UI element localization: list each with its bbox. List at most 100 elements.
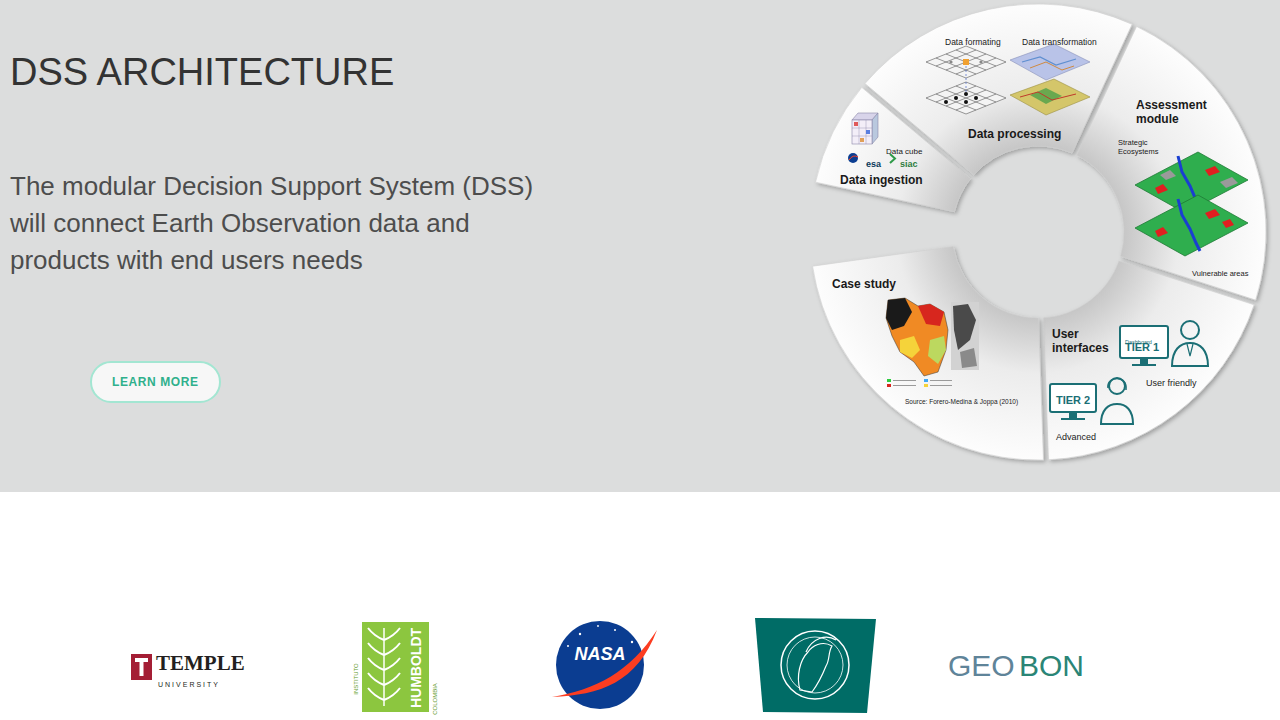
- button-text: LEARN MORE: [112, 375, 199, 389]
- assessment-layers: [1222, 219, 1234, 228]
- logo-wordmark: GEO: [948, 648, 1015, 684]
- text-slot: Data transformation: [1022, 31, 1097, 49]
- data-formating-grids: [946, 90, 986, 106]
- text-slot: TIER 2: [1056, 390, 1090, 408]
- logo-wordmark: HUMBOLDT: [408, 628, 425, 708]
- nasa-logo: [567, 645, 569, 647]
- text-slot: Strategic Ecosystems: [1118, 138, 1164, 156]
- user-interface-icons: [1061, 418, 1085, 420]
- segment-path: [1044, 261, 1255, 460]
- data-transformation-layers: [1020, 92, 1076, 100]
- case-study-map: [951, 302, 979, 370]
- humboldt-logo: [362, 622, 429, 712]
- data-cube-icon: [852, 120, 872, 144]
- nasa-logo: [552, 630, 657, 697]
- processing-segment: Data processingData formatingData transf…: [855, 0, 1143, 185]
- assessment-layers: [1155, 227, 1168, 237]
- max-planck-logo: [806, 637, 836, 652]
- page-title: DSS ARCHITECTURE: [10, 50, 394, 96]
- user-interface-icons: [1132, 364, 1156, 366]
- data-formating-grids: [964, 92, 968, 96]
- user-caption: Advanced: [1056, 432, 1096, 443]
- logo-wordmark: BON: [1019, 648, 1084, 684]
- agency-logo-marks: [848, 153, 858, 163]
- layer-caption: Strategic Ecosystems: [1118, 138, 1164, 156]
- segment-heading: Data ingestion: [840, 173, 923, 187]
- case-study-map: [887, 384, 891, 387]
- text-slot: Assessment module: [1136, 98, 1220, 127]
- text-slot: HUMBOLDT: [416, 667, 496, 685]
- humboldt-logo: [362, 622, 429, 712]
- nasa-logo: [631, 641, 633, 643]
- logo-wordmark: TEMPLE: [156, 651, 245, 676]
- icon-caption: Data cube: [886, 147, 922, 157]
- logo-subtitle: UNIVERSITY: [158, 681, 220, 689]
- case-study-segment: Case studySource: Forero-Medina & Joppa …: [804, 235, 1054, 468]
- assessment-layers: [1220, 177, 1238, 188]
- case-study-map: [960, 348, 977, 368]
- max-planck-logo: [755, 618, 876, 713]
- text-slot: INSTITUTO: [357, 670, 389, 688]
- logo-subtitle: INSTITUTO: [353, 663, 360, 695]
- nasa-logo: [552, 621, 657, 709]
- user-interface-icons: [1069, 412, 1077, 418]
- case-study-map: [893, 380, 916, 381]
- text-slot: The modular Decision Support System (DSS…: [10, 168, 555, 279]
- humboldt-logo: [368, 628, 400, 700]
- segment-shape: [804, 235, 1054, 468]
- source-note: Source: Forero-Medina & Joppa (2010): [905, 398, 1018, 406]
- temple-logo: [140, 660, 144, 676]
- text-slot: Data ingestion: [840, 170, 923, 188]
- case-study-map: [886, 298, 912, 330]
- data-cube-icon: [852, 136, 872, 137]
- layer-caption: Vulnerable areas: [1192, 269, 1248, 278]
- user-interface-icons: [1050, 384, 1096, 412]
- user-interface-icons: [1120, 326, 1168, 358]
- segment-heading: Assessment module: [1136, 98, 1220, 127]
- logo-subtitle: COLOMBIA: [432, 683, 439, 715]
- segment-shape: [855, 0, 1143, 185]
- segment-outline: [813, 246, 1044, 460]
- data-cube-icon: [866, 130, 870, 134]
- segment-path: [1077, 26, 1266, 300]
- data-cube-icon: [852, 128, 872, 129]
- ingestion-segment: Data ingestionData cubeesasiac: [806, 77, 981, 223]
- text-slot: Advanced: [1056, 426, 1096, 444]
- max-planck-logo: [798, 644, 832, 692]
- nasa-logo: [579, 633, 581, 635]
- segment-path: [813, 246, 1044, 460]
- tier-name: TIER 1: [1125, 341, 1159, 354]
- agency-logo-marks: [849, 156, 858, 160]
- text-slot: Data cube: [886, 140, 922, 158]
- text-slot: Source: Forero-Medina & Joppa (2010): [905, 390, 1018, 408]
- case-study-map: [887, 379, 891, 382]
- segment-outline: [1044, 261, 1255, 460]
- data-cube-icon: [860, 138, 864, 142]
- text-slot: User interfaces: [1052, 327, 1124, 356]
- data-formating-grids: [946, 90, 986, 106]
- assessment-layers: [1205, 166, 1220, 176]
- text-slot: Case study: [832, 274, 896, 292]
- text-slot: DSS ARCHITECTURE: [10, 50, 394, 96]
- user-caption: User friendly: [1146, 378, 1197, 389]
- case-study-map: [953, 304, 976, 350]
- segment-heading: User interfaces: [1052, 327, 1124, 356]
- data-cube-icon: [854, 122, 858, 126]
- assessment-layers: [1160, 170, 1176, 180]
- text-slot: TEMPLE: [156, 651, 245, 676]
- data-cube-icon: [859, 120, 860, 144]
- max-planck-logo: [755, 618, 876, 713]
- intro-paragraph: The modular Decision Support System (DSS…: [10, 168, 555, 279]
- segment-heading: Data processing: [968, 127, 1061, 141]
- segment-shape: [1066, 17, 1274, 311]
- text-slot: BON: [1019, 648, 1084, 684]
- assessment-layers: [1155, 184, 1168, 194]
- tier-name: TIER 2: [1056, 394, 1090, 407]
- case-study-map: [924, 379, 928, 382]
- assessment-layers: [1178, 199, 1200, 251]
- text-slot: Vulnerable areas: [1192, 262, 1248, 280]
- text-slot: COLOMBIA: [436, 690, 468, 708]
- learn-more-button: LEARN MORE: [90, 361, 221, 403]
